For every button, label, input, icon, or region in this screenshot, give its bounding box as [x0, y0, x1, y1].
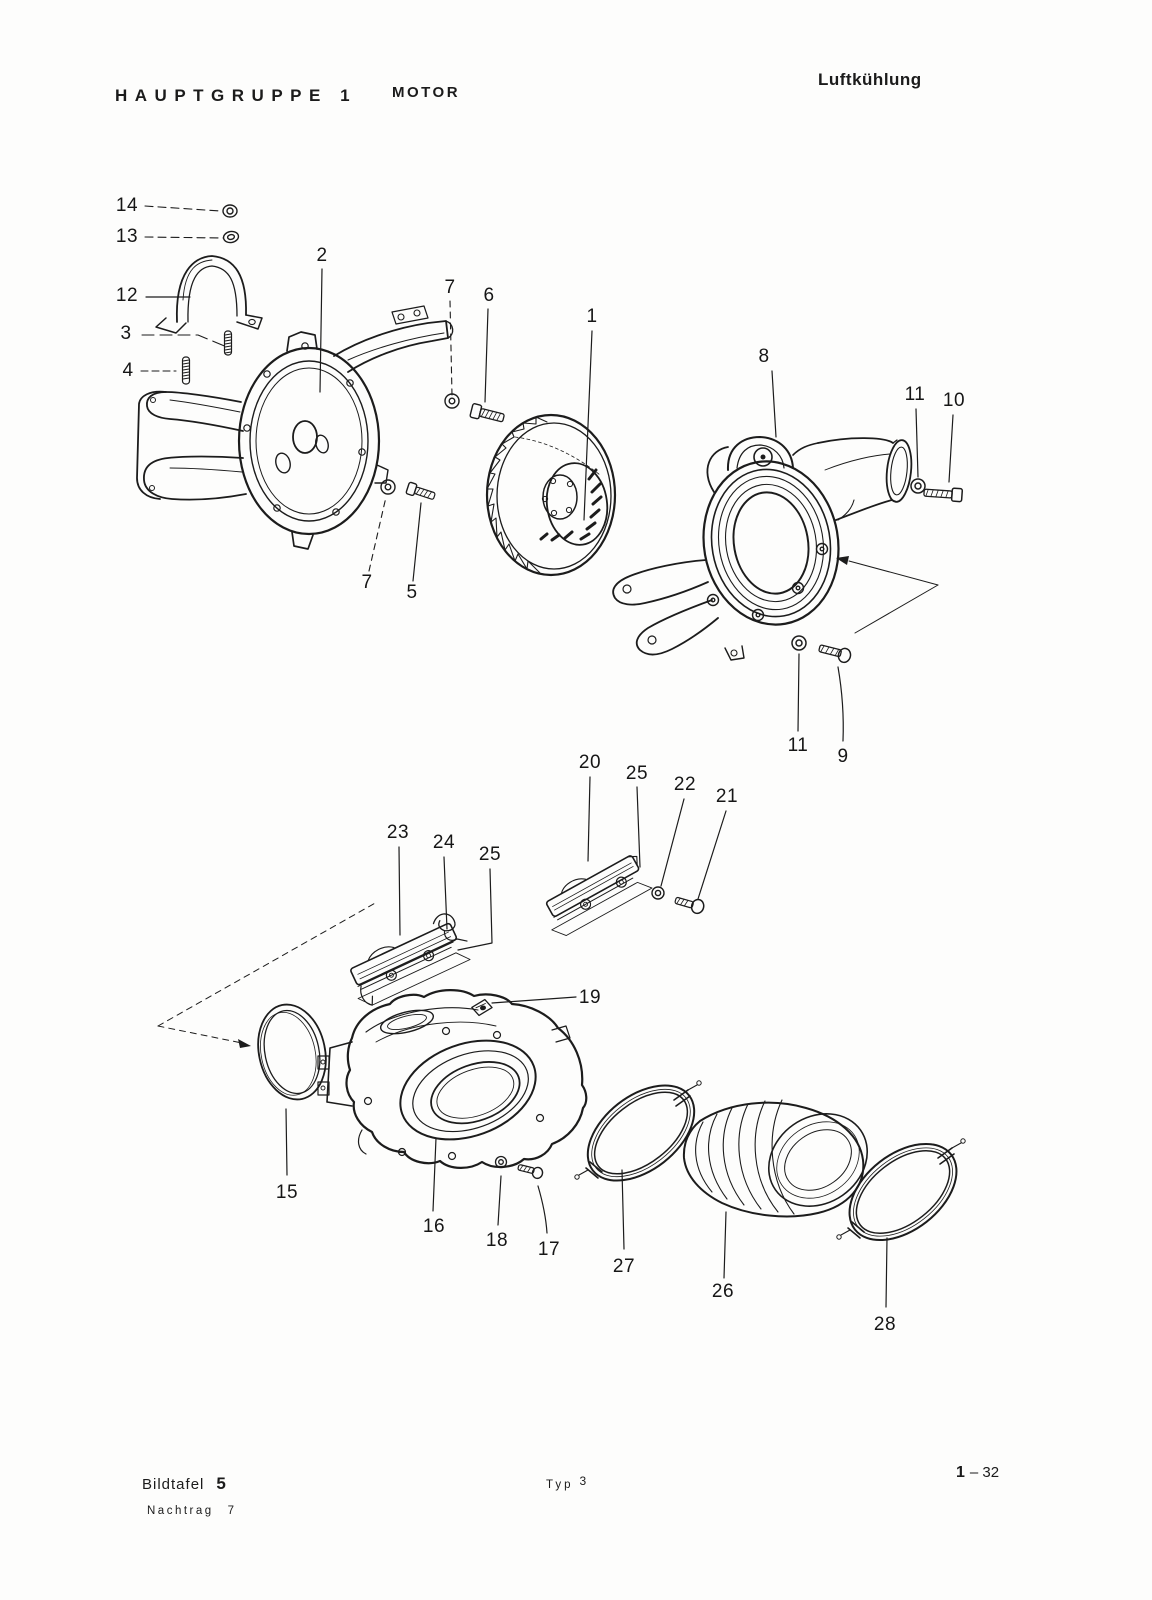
callout-11: 11: [904, 384, 926, 405]
callout-27: 27: [612, 1256, 636, 1277]
part-bolt-21: [674, 896, 705, 915]
supplement-reference: Nachtrag 7: [147, 1505, 234, 1517]
part-clamp-ring-27: [574, 1080, 702, 1182]
plate-number: 5: [216, 1474, 226, 1493]
part-clamp-ring-28: [836, 1138, 966, 1242]
callout-14: 14: [115, 195, 139, 216]
part-clip-19: [471, 998, 493, 1017]
callout-18: 18: [485, 1230, 509, 1251]
callout-7: 7: [361, 572, 373, 593]
callout-22: 22: [673, 774, 697, 795]
callout-9: 9: [837, 746, 849, 767]
callout-15: 15: [275, 1182, 299, 1203]
supplement-label: Nachtrag: [147, 1505, 214, 1517]
callout-4: 4: [122, 360, 134, 381]
leader-lines-dashed: [140, 205, 453, 572]
topic-title: Luftkühlung: [818, 70, 922, 89]
part-bellows-duct: [682, 1099, 869, 1218]
part-nut-18: [494, 1155, 508, 1169]
callout-19: 19: [578, 987, 602, 1008]
part-nut-22: [651, 886, 665, 900]
callout-16: 16: [422, 1216, 446, 1237]
part-bolt-5: [405, 481, 436, 500]
part-rear-fan-shroud: [136, 305, 454, 550]
callout-6: 6: [483, 285, 495, 306]
callout-8: 8: [758, 346, 770, 367]
part-bolt-9: [818, 644, 852, 664]
page-title: HAUPTGRUPPE 1: [115, 86, 358, 105]
callout-2: 2: [316, 245, 328, 266]
part-washer-7a: [444, 393, 460, 409]
callout-28: 28: [873, 1314, 897, 1335]
callout-13: 13: [115, 226, 139, 247]
part-saddle-clamp: [155, 255, 263, 334]
part-bolt-10: [923, 487, 964, 503]
part-nut-11a: [910, 478, 926, 494]
callout-11: 11: [787, 735, 809, 756]
callout-7: 7: [444, 277, 456, 298]
part-washer-13: [222, 230, 240, 244]
plate-reference: Bildtafel 5: [142, 1474, 226, 1494]
part-front-fan-shroud: [612, 436, 913, 661]
callout-5: 5: [406, 582, 418, 603]
part-flap-plate-20: [545, 855, 653, 936]
part-washer-7b: [380, 479, 396, 495]
arrowhead: [238, 1039, 251, 1048]
callout-17: 17: [537, 1239, 561, 1260]
callout-10: 10: [942, 390, 966, 411]
fan-vent-slots: [539, 468, 603, 542]
reference-arrows: [157, 556, 939, 1048]
type-label: Typ: [546, 1479, 574, 1491]
shroud-bolt-bosses: [706, 542, 829, 622]
callout-23: 23: [386, 822, 410, 843]
callout-26: 26: [711, 1281, 735, 1302]
part-air-duct-housing: [317, 989, 588, 1169]
page-reference: 1– 32: [956, 1464, 999, 1482]
part-nut-11b: [791, 635, 807, 651]
part-flap-plate-23: [350, 913, 471, 1006]
page-reference-pages: – 32: [969, 1464, 1000, 1481]
callout-25: 25: [478, 844, 502, 865]
callout-25: 25: [625, 763, 649, 784]
part-nut-14: [222, 204, 238, 218]
plate-label: Bildtafel: [142, 1476, 205, 1493]
type-number: 3: [579, 1474, 587, 1488]
part-bolt-6: [469, 403, 505, 423]
leader-lines: [145, 268, 954, 1308]
callout-3: 3: [120, 323, 132, 344]
type-reference: Typ 3: [546, 1474, 587, 1491]
callout-1: 1: [586, 306, 598, 327]
part-seal-ring-15: [257, 1003, 327, 1101]
page-reference-group: 1: [956, 1464, 965, 1481]
part-hook-24: [432, 913, 468, 942]
section-title: MOTOR: [392, 84, 461, 101]
callout-20: 20: [578, 752, 602, 773]
part-stud-3: [223, 330, 233, 356]
callout-21: 21: [715, 786, 739, 807]
callout-12: 12: [115, 285, 139, 306]
callout-24: 24: [432, 832, 456, 853]
part-bolt-17: [517, 1164, 544, 1180]
part-stud-4: [181, 356, 191, 385]
part-fan-wheel: [485, 413, 617, 577]
supplement-number: 7: [227, 1505, 235, 1517]
